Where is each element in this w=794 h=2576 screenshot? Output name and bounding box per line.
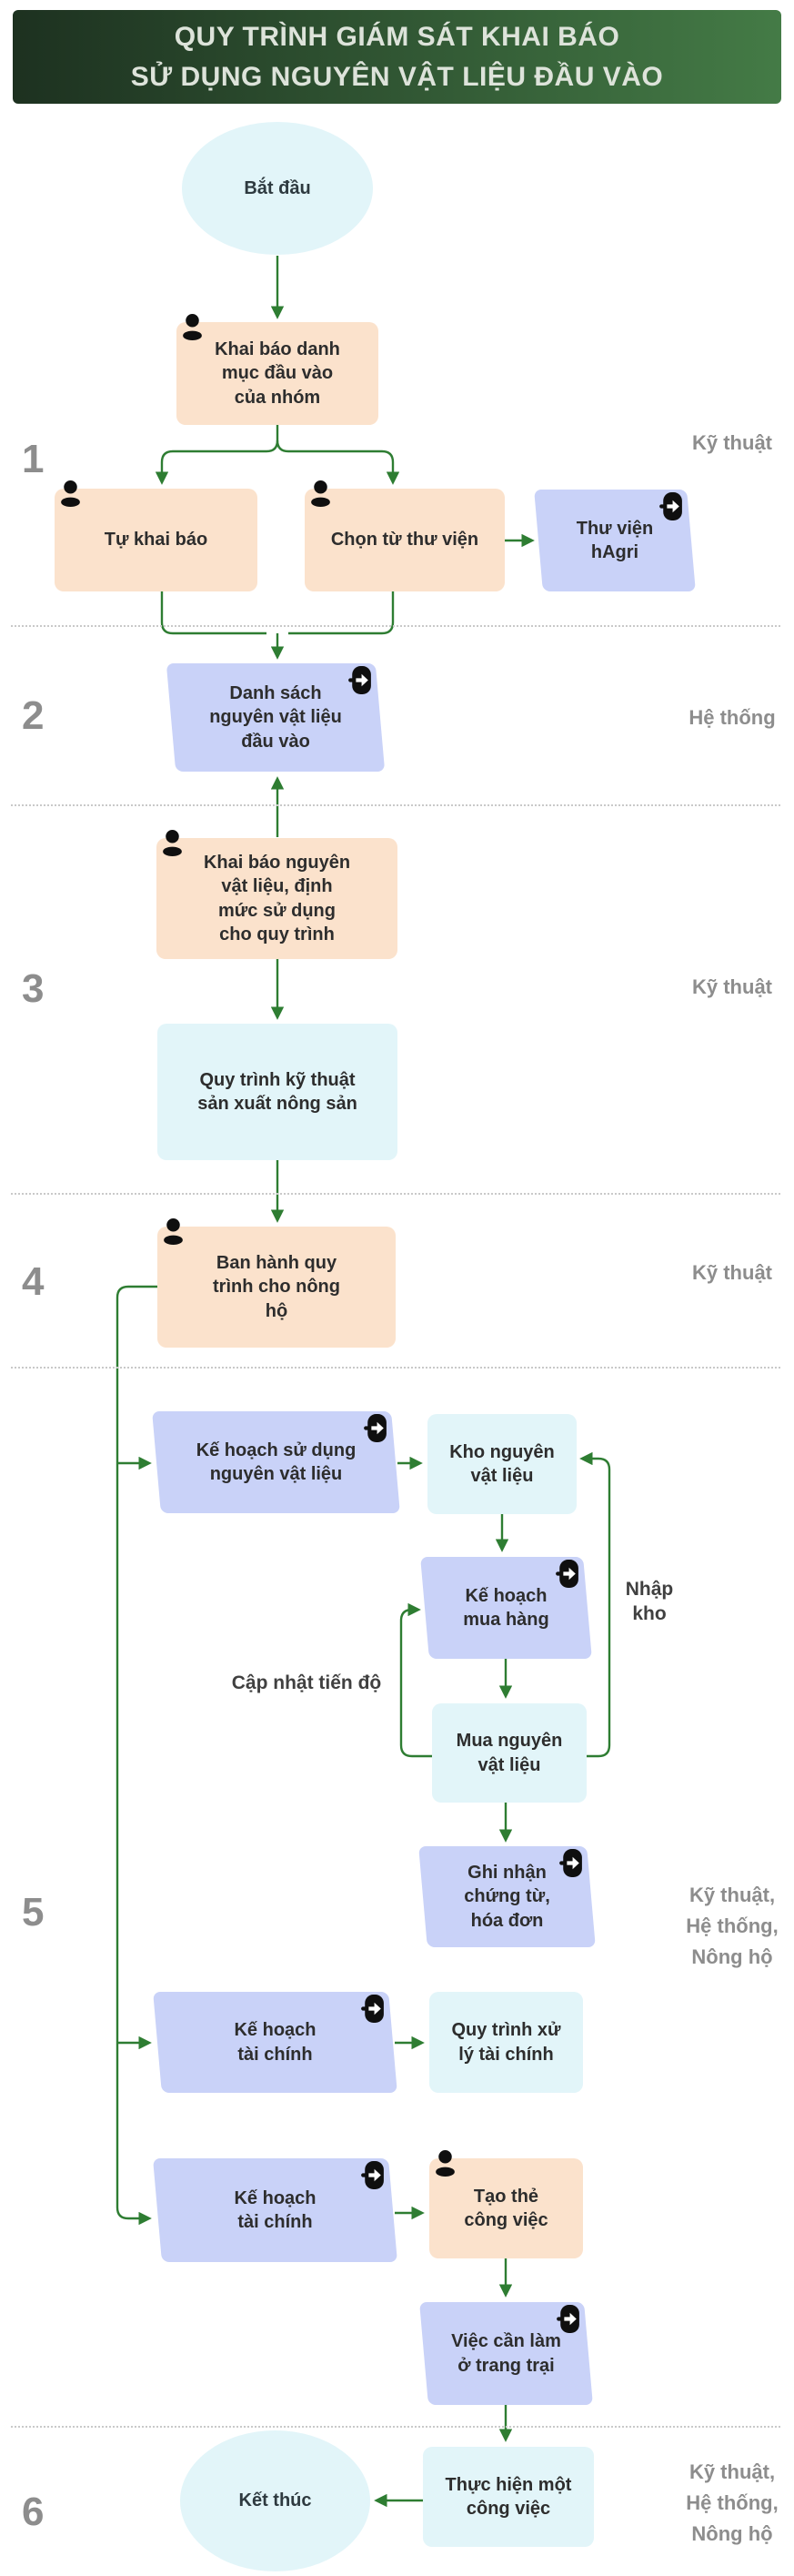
login-icon — [659, 492, 682, 520]
node-self-declare: Tự khai báo — [55, 480, 257, 591]
node-finance-plan-2: Kế hoạch tài chính — [157, 2158, 393, 2262]
login-icon — [348, 666, 371, 694]
login-icon — [364, 1414, 387, 1442]
node-label: Ghi nhận chứng từ, hóa đơn — [464, 1862, 550, 1931]
node-create-work-card: Tạo thẻ công việc — [429, 2150, 583, 2258]
node-label: Mua nguyên vật liệu — [456, 1731, 563, 1775]
section-number-6: 6 — [22, 2490, 45, 2534]
node-end: Kết thúc — [180, 2430, 370, 2571]
section-divider-1 — [11, 625, 780, 627]
section-divider-5 — [11, 2426, 780, 2428]
node-purchase-materials: Mua nguyên vật liệu — [432, 1703, 587, 1803]
node-label: Quy trình kỹ thuật sản xuất nông sản — [197, 1069, 357, 1114]
person-icon — [163, 830, 182, 856]
node-execute-work: Thực hiện một công việc — [423, 2447, 594, 2547]
section-role-6: Kỹ thuật, Hệ thống, Nông hộ — [686, 2460, 779, 2546]
node-label: Kế hoạch mua hàng — [463, 1585, 549, 1630]
person-icon — [311, 480, 330, 507]
node-label: Kho nguyên vật liệu — [449, 1441, 555, 1486]
node-label: Kế hoạch sử dụng nguyên vật liệu — [196, 1440, 357, 1484]
edge-merge-left — [160, 591, 266, 635]
node-material-warehouse: Kho nguyên vật liệu — [427, 1414, 577, 1514]
section-role-2: Hệ thống — [688, 706, 776, 729]
section-divider-2 — [11, 804, 780, 806]
edge-merge-right — [288, 591, 395, 635]
person-icon — [183, 314, 202, 340]
section-number-5: 5 — [22, 1890, 45, 1935]
edge-label-update-progress: Cập nhật tiến độ — [231, 1672, 382, 1693]
section-number-3: 3 — [22, 966, 45, 1011]
edge-buy-update-progress-loop — [399, 1602, 432, 1758]
edge-buy-stock-in-loop — [579, 1451, 611, 1758]
node-label: Danh sách nguyên vật liệu đầu vào — [209, 682, 342, 752]
section-role-3: Kỹ thuật — [692, 975, 772, 998]
page-title: QUY TRÌNH GIÁM SÁT KHAI BÁO SỬ DỤNG NGUY… — [13, 10, 781, 104]
login-icon — [557, 2305, 579, 2333]
node-label: Thư viện hAgri — [576, 518, 654, 562]
edge-declare-split-left — [155, 425, 279, 485]
node-purchase-plan: Kế hoạch mua hàng — [425, 1557, 588, 1659]
node-label: Chọn từ thư viện — [330, 530, 479, 551]
node-label: Bắt đầu — [244, 177, 311, 198]
node-label: Tự khai báo — [104, 530, 208, 551]
login-icon — [361, 1995, 384, 2023]
node-label: Ban hành quy trình cho nông hộ — [213, 1252, 340, 1321]
edge-declare-split-right — [276, 439, 400, 485]
node-finance-process: Quy trình xử lý tài chính — [429, 1992, 583, 2093]
node-label: Việc cần làm ở trang trại — [451, 2331, 561, 2376]
section-role-1: Kỹ thuật — [692, 431, 772, 454]
login-icon — [361, 2161, 384, 2189]
node-production-process: Quy trình kỹ thuật sản xuất nông sản — [157, 1024, 397, 1160]
person-icon — [164, 1218, 183, 1245]
section-role-5: Kỹ thuật, Hệ thống, Nông hộ — [686, 1884, 779, 1969]
node-material-usage-plan: Kế hoạch sử dụng nguyên vật liệu — [156, 1411, 396, 1513]
node-finance-plan-1: Kế hoạch tài chính — [157, 1992, 393, 2093]
person-icon — [61, 480, 80, 507]
node-farm-todo: Việc cần làm ở trang trại — [424, 2302, 588, 2405]
node-label: Kết thúc — [238, 2490, 312, 2511]
section-divider-4 — [11, 1367, 780, 1369]
node-declare-materials-quota: Khai báo nguyên vật liệu, định mức sử dụ… — [156, 830, 397, 959]
node-label: Quy trình xử lý tài chính — [451, 2020, 561, 2065]
node-start: Bắt đầu — [182, 122, 373, 255]
node-label: Khai báo nguyên vật liệu, định mức sử dụ… — [203, 852, 351, 945]
node-declare-group-inputs: Khai báo danh mục đầu vào của nhóm — [176, 314, 378, 425]
section-number-4: 4 — [22, 1259, 45, 1304]
section-number-2: 2 — [22, 693, 45, 738]
person-icon — [436, 2150, 455, 2177]
section-divider-3 — [11, 1193, 780, 1195]
section-number-1: 1 — [22, 437, 45, 481]
node-label: Khai báo danh mục đầu vào của nhóm — [215, 338, 340, 408]
node-choose-from-library: Chọn từ thư viện — [305, 480, 505, 591]
node-label: Tạo thẻ công việc — [464, 2186, 548, 2230]
edge-label-stock-in: Nhập kho — [625, 1579, 674, 1625]
login-icon — [556, 1560, 578, 1588]
node-hagri-library: Thư viện hAgri — [538, 490, 691, 591]
node-label: Thực hiện một công việc — [445, 2474, 572, 2519]
node-record-documents: Ghi nhận chứng từ, hóa đơn — [423, 1846, 591, 1947]
node-issue-process: Ban hành quy trình cho nông hộ — [157, 1218, 396, 1348]
node-material-list: Danh sách nguyên vật liệu đầu vào — [171, 663, 380, 772]
login-icon — [559, 1849, 582, 1877]
node-label: Kế hoạch tài chính — [234, 2020, 317, 2065]
node-label: Kế hoạch tài chính — [234, 2187, 317, 2232]
edge-issue-trunk — [116, 1285, 157, 2226]
section-role-4: Kỹ thuật — [692, 1261, 772, 1284]
